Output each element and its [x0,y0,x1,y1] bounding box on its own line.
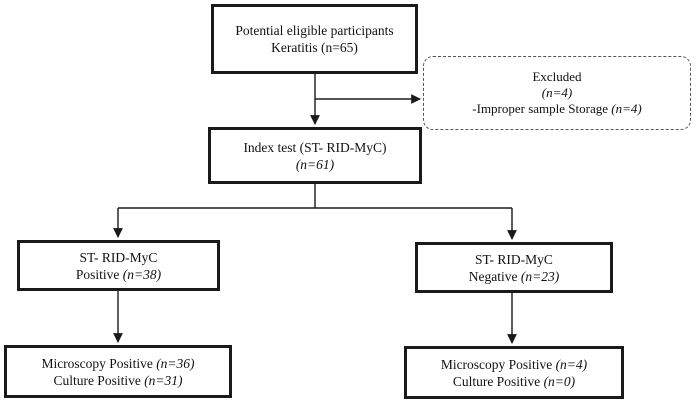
excluded-count: (n=4) [541,85,573,100]
excluded-reason: -Improper sample Storage (n=4) [472,101,641,117]
index-test-title: Index test (ST- RID-MyC) [243,139,387,155]
positive-culture-count: (n=31) [144,372,183,388]
positive-box: ST- RID-MyC Positive (n=38) [17,240,220,291]
index-test-count: (n=61) [295,156,335,172]
negative-culture-line: Culture Positive (n=0) [453,373,575,390]
negative-culture-count: (n=0) [543,373,576,389]
positive-label: Positive [75,266,123,282]
negative-count: (n=23) [520,268,560,284]
negative-results-box: Microscopy Positive (n=4) Culture Positi… [404,346,624,399]
eligible-participants-box: Potential eligible participants Keratiti… [211,4,418,74]
negative-microscopy-label: Microscopy Positive [440,356,556,372]
excluded-reason-count: (n=4) [611,101,642,116]
positive-microscopy-label: Microscopy Positive [41,355,157,371]
negative-box: ST- RID-MyC Negative (n=23) [415,242,613,293]
negative-microscopy-line: Microscopy Positive (n=4) [441,356,587,373]
negative-line: Negative (n=23) [469,268,559,285]
positive-title: ST- RID-MyC [79,249,158,265]
index-test-box: Index test (ST- RID-MyC) (n=61) [208,127,422,184]
positive-count: (n=38) [122,266,162,282]
positive-microscopy-line: Microscopy Positive (n=36) [41,355,194,372]
excluded-box: Excluded (n=4) -Improper sample Storage … [423,56,691,130]
eligible-count: Keratitis (n=65) [271,40,358,55]
excluded-title: Excluded [532,69,582,84]
negative-title: ST- RID-MyC [475,251,553,267]
positive-line: Positive (n=38) [76,266,161,283]
excluded-reason-text: -Improper sample Storage [472,101,612,116]
positive-culture-label: Culture Positive [53,372,145,388]
positive-results-box: Microscopy Positive (n=36) Culture Posit… [4,345,232,398]
eligible-title: Potential eligible participants [235,23,394,38]
positive-microscopy-count: (n=36) [156,355,195,371]
negative-label: Negative [468,268,521,284]
negative-culture-label: Culture Positive [452,373,544,389]
negative-microscopy-count: (n=4) [555,356,588,372]
positive-culture-line: Culture Positive (n=31) [53,372,182,389]
